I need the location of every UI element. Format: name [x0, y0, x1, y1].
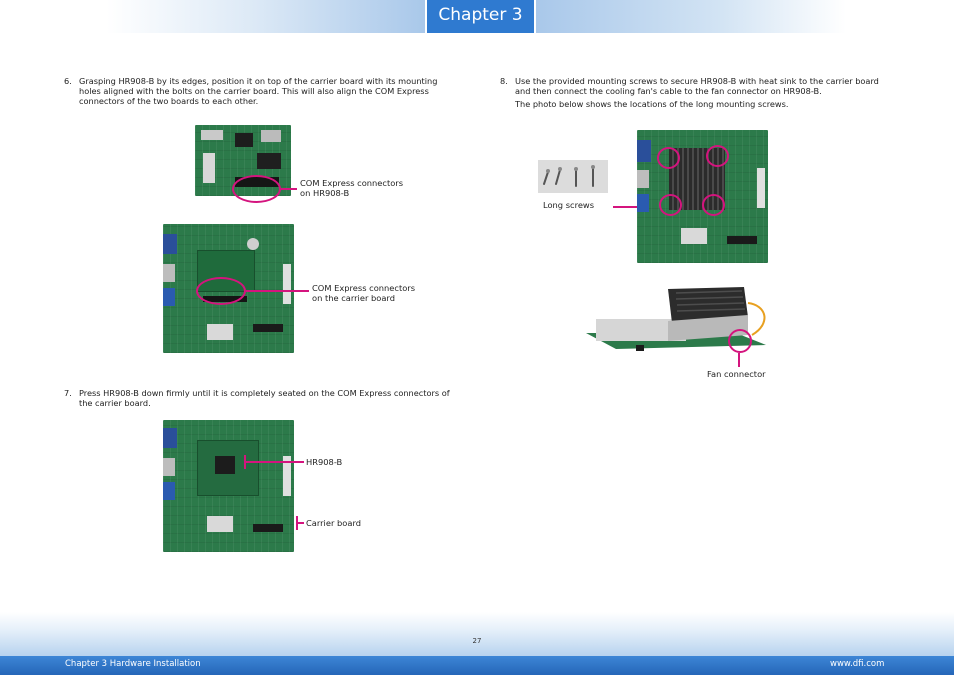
footer-bar — [0, 656, 954, 675]
heatsink-top-view-photo — [637, 130, 768, 263]
callout-line — [246, 290, 309, 292]
callout-hr908b: HR908-B — [306, 457, 343, 467]
step-number: 7. — [64, 388, 72, 398]
com-connector-highlight — [232, 175, 281, 203]
callout-line — [738, 353, 740, 367]
screw-icon — [543, 165, 595, 187]
step-number: 6. — [64, 76, 72, 86]
screw-highlight — [702, 194, 725, 216]
seated-boards-photo — [163, 420, 294, 552]
long-screws-photo — [538, 160, 608, 193]
step-number: 8. — [500, 76, 508, 86]
screw-highlight — [659, 194, 682, 216]
step-6: 6. Grasping HR908-B by its edges, positi… — [64, 76, 446, 106]
callout-carrier-board: Carrier board — [306, 518, 361, 528]
step-text: Press HR908-B down firmly until it is co… — [79, 388, 450, 408]
page-number: 27 — [472, 637, 482, 645]
screw-highlight — [706, 145, 729, 167]
step-8: 8. Use the provided mounting screws to s… — [500, 76, 886, 109]
callout-long-screws: Long screws — [543, 200, 595, 210]
step-7: 7. Press HR908-B down firmly until it is… — [64, 388, 456, 408]
callout-com-carrier: COM Express connectors on the carrier bo… — [312, 283, 416, 303]
step-text: Grasping HR908-B by its edges, position … — [79, 76, 438, 106]
footer-section: Chapter 3 Hardware Installation — [65, 659, 201, 669]
footer-website-link[interactable]: www.dfi.com — [830, 659, 885, 669]
step-text: Use the provided mounting screws to secu… — [515, 76, 879, 96]
heatsink-side-view-photo — [576, 283, 771, 365]
com-connector-highlight — [196, 277, 246, 305]
fan-connector-highlight — [728, 329, 752, 353]
hr908b-module-photo — [195, 125, 291, 196]
step-note: The photo below shows the locations of t… — [515, 99, 789, 109]
callout-line — [244, 461, 304, 463]
callout-com-hr908: COM Express connectors on HR908-B — [300, 178, 404, 198]
callout-fan-connector: Fan connector — [707, 369, 766, 379]
screw-highlight — [657, 147, 680, 169]
header-gradient-left — [0, 0, 425, 33]
footer-band — [0, 612, 954, 656]
callout-line — [296, 522, 304, 524]
callout-line — [281, 188, 297, 190]
header-gradient-right — [536, 0, 846, 33]
chapter-tab: Chapter 3 — [427, 0, 534, 33]
